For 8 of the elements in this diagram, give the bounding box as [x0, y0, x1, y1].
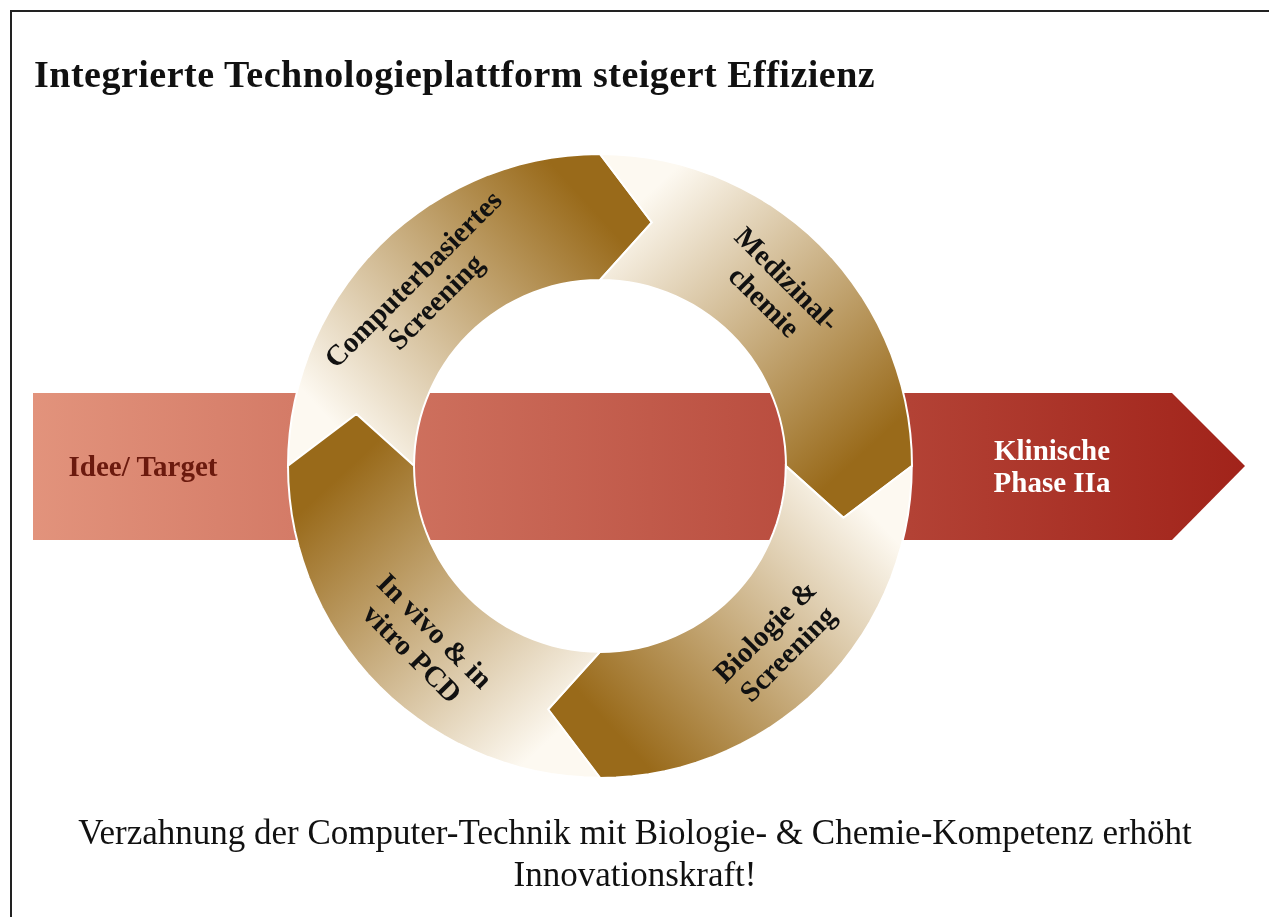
arrow-segment [548, 466, 912, 778]
caption: Verzahnung der Computer-Technik mit Biologie- & Chemie-Kompetenz erhöht Innovationskraft! [77, 812, 1193, 896]
arrow-label: Idee/ Target [67, 450, 219, 482]
arrow-segment [288, 154, 652, 466]
arrow-label: Klinische Phase IIa [992, 434, 1112, 498]
title: Integrierte Technologieplattform steigert Effizienz [34, 52, 876, 96]
arrow-segment [288, 414, 600, 778]
arrow-segment [600, 154, 912, 518]
